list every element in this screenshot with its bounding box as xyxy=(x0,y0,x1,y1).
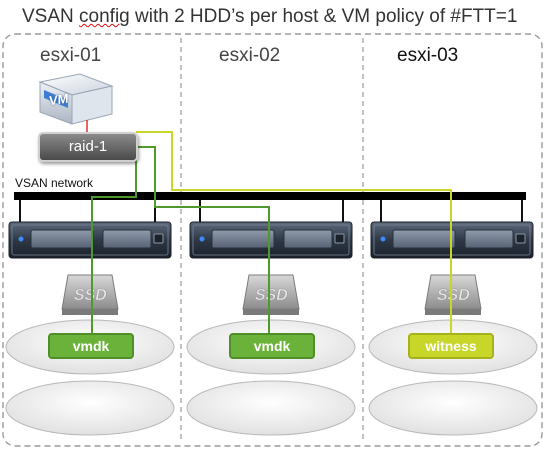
title-underlined-word: config xyxy=(79,6,130,27)
host-label-esxi-03: esxi-03 xyxy=(397,45,459,66)
ssd-icon xyxy=(61,274,119,316)
vm-icon xyxy=(38,73,114,125)
host-label-esxi-02: esxi-02 xyxy=(219,45,281,66)
ssd-icon xyxy=(242,274,300,316)
raid-1-object: raid-1 xyxy=(38,132,138,162)
ssd-icon xyxy=(424,274,482,316)
green-links xyxy=(91,146,270,336)
yellow-link xyxy=(136,131,452,336)
server-icon xyxy=(189,221,353,259)
witness-component-esxi-03: witness xyxy=(408,333,494,359)
vsan-network-label: VSAN network xyxy=(15,176,94,190)
vsan-network-bar xyxy=(14,192,526,200)
vmdk-component-esxi-02: vmdk xyxy=(229,333,315,359)
vmdk-component-esxi-01: vmdk xyxy=(48,333,134,359)
server-icon xyxy=(8,221,172,259)
server-uplinks xyxy=(19,200,523,222)
vm-icon-label: VM xyxy=(49,90,69,109)
diagram-title: VSAN config with 2 HDD’s per host & VM p… xyxy=(22,6,532,28)
host-label-esxi-01: esxi-01 xyxy=(40,45,102,66)
title-prefix: VSAN xyxy=(22,6,80,27)
title-suffix: with 2 HDD’s per host & VM policy of #FT… xyxy=(129,6,518,27)
